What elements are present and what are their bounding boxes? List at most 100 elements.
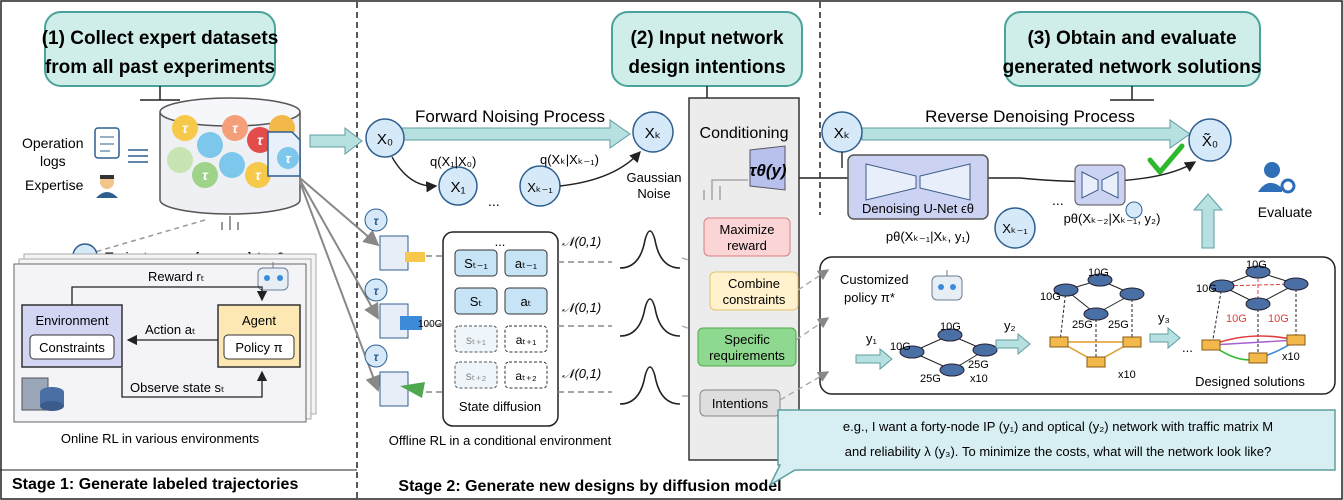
y2-arrow xyxy=(995,332,1031,356)
customized-label-line2: policy π* xyxy=(844,290,895,305)
stage2-title-line1: (2) Input network xyxy=(630,28,783,49)
svg-text:...: ... xyxy=(495,234,506,249)
example-line2: and reliability λ (y₃). To minimize the … xyxy=(845,444,1272,459)
svg-text:Xₖ₋₁: Xₖ₋₁ xyxy=(1002,221,1028,236)
reward-arrow xyxy=(71,286,268,305)
svg-text:τ: τ xyxy=(374,350,380,364)
node-x0-tilde: X̃₀ xyxy=(1188,118,1232,162)
policy-label: Policy π xyxy=(235,340,282,355)
svg-text:X₀: X₀ xyxy=(377,131,393,148)
expert-person-icon xyxy=(96,175,118,198)
conditioning-label: Conditioning xyxy=(700,125,789,142)
operation-logs-label-line1: Operation xyxy=(22,135,83,151)
y1-label: y₁ xyxy=(866,331,878,346)
state-cell: aₜ₊₂ xyxy=(515,369,537,383)
gaussian-label-line1: Gaussian xyxy=(627,170,682,185)
unet-label: Denoising U-Net ϵθ xyxy=(862,201,974,216)
offline-card-1: τ xyxy=(364,208,425,271)
environment-box: Environment Constraints xyxy=(21,304,123,368)
clipboard-icon xyxy=(94,127,120,159)
stage1-title-line1: (1) Collect expert datasets xyxy=(42,28,279,49)
bw-label: 10G xyxy=(940,321,961,333)
svg-text:τ: τ xyxy=(255,167,262,183)
condition-specific-requirements: Specific requirements xyxy=(697,327,797,367)
arrow-xk1-xk xyxy=(559,150,641,187)
stage2-title-line2: design intentions xyxy=(628,57,785,78)
small-unet-block xyxy=(1074,164,1143,219)
svg-text:Xₖ: Xₖ xyxy=(645,125,661,142)
bell-curve-icon xyxy=(619,230,681,405)
condition-maximize-reward: Maximize reward xyxy=(703,217,791,257)
forward-ellipsis: ... xyxy=(488,193,500,209)
svg-text:τ: τ xyxy=(182,120,189,136)
states-to-gaussian-links xyxy=(558,261,612,393)
state-cell: sₜ₊₂ xyxy=(466,369,487,383)
bw-label: 10G xyxy=(1088,267,1109,279)
normal-label-3: 𝒩(0,1) xyxy=(562,366,601,381)
reverse-denoising-arrow xyxy=(861,119,1191,149)
gaussian-label-line2: Noise xyxy=(637,186,670,201)
arrow-x0-x1 xyxy=(391,156,438,193)
q1-label: q(X₁|X₀) xyxy=(430,154,476,169)
database-icon: τ τ τ τ τ xyxy=(159,97,301,215)
stage2-header: (2) Input network design intentions xyxy=(611,11,803,101)
svg-text:Intentions: Intentions xyxy=(712,396,769,411)
condition-combine-constraints: Combine constraints xyxy=(709,271,799,311)
environment-label: Environment xyxy=(36,313,109,328)
card-to-states-links xyxy=(426,255,442,393)
db-output-fork xyxy=(221,216,239,230)
bw-label: 10G xyxy=(1226,313,1247,325)
y3-arrow xyxy=(1149,326,1181,350)
bw-label: 10G xyxy=(1268,313,1289,325)
state-cell: Sₜ xyxy=(470,294,483,309)
document-icon: τ xyxy=(267,131,301,177)
svg-text:requirements: requirements xyxy=(709,348,785,363)
svg-text:τ: τ xyxy=(202,167,209,183)
example-line1: e.g., I want a forty-node IP (y₁) and op… xyxy=(843,419,1273,434)
bw-label: 25G xyxy=(1072,319,1093,331)
unet-block: Denoising U-Net ϵθ xyxy=(847,154,989,220)
constraints-label: Constraints xyxy=(39,340,105,355)
bw-label: 10G xyxy=(1196,283,1217,295)
multiplier-label: x10 xyxy=(1282,351,1300,363)
observe-label: Observe state sₜ xyxy=(130,380,225,395)
state-diffusion-panel: ... Sₜ₋₁ aₜ₋₁ Sₜ aₜ sₜ₊₁ aₜ₊₁ sₜ₊₂ aₜ₊₂ … xyxy=(442,231,559,427)
evaluate-label: Evaluate xyxy=(1258,204,1313,220)
tau-theta-label: τθ(y) xyxy=(749,161,787,180)
svg-text:τ: τ xyxy=(257,132,264,148)
trajectory-dashed-link xyxy=(94,219,206,253)
svg-text:τ: τ xyxy=(232,120,239,136)
state-cell: aₜ₋₁ xyxy=(515,256,538,271)
y1-arrow xyxy=(855,347,893,371)
svg-text:τ: τ xyxy=(374,214,380,228)
multiplier-label: x10 xyxy=(1118,369,1136,381)
agent-box: Agent Policy π xyxy=(217,304,301,368)
stage3-title-line2: generated network solutions xyxy=(1003,57,1262,78)
reverse-denoising-label: Reverse Denoising Process xyxy=(925,107,1135,126)
online-rl-caption: Online RL in various environments xyxy=(61,431,260,446)
action-label: Action aₜ xyxy=(145,322,196,337)
offline-rl-caption: Offline RL in a conditional environment xyxy=(389,433,612,448)
svg-text:X̃₀: X̃₀ xyxy=(1202,133,1218,150)
user-gear-icon xyxy=(1258,162,1296,194)
solutions-up-arrow xyxy=(1192,193,1224,249)
node-xk1-reverse: Xₖ₋₁ xyxy=(994,207,1036,249)
stage1-footer: Stage 1: Generate labeled trajectories xyxy=(12,476,298,493)
multiplier-label: x10 xyxy=(970,373,988,385)
svg-text:Xₖ: Xₖ xyxy=(834,125,850,142)
normal-label-1: 𝒩(0,1) xyxy=(562,234,601,249)
network-router-icon xyxy=(1201,265,1309,364)
svg-text:τ: τ xyxy=(374,284,380,298)
svg-text:X₁: X₁ xyxy=(450,179,465,196)
bw-label: 10G xyxy=(1246,259,1267,271)
db-to-x0-arrow xyxy=(309,126,363,156)
p1-label: pθ(Xₖ₋₁|Xₖ, y₁) xyxy=(886,229,970,244)
svg-text:τ: τ xyxy=(285,151,291,166)
forward-noising-arrow xyxy=(399,119,631,149)
node-xk-reverse: Xₖ xyxy=(821,111,863,153)
incoming-lines-icon xyxy=(128,149,148,163)
stage2-footer: Stage 2: Generate new designs by diffusi… xyxy=(398,478,781,495)
normal-label-2: 𝒩(0,1) xyxy=(562,300,601,315)
stage3-header: (3) Obtain and evaluate generated networ… xyxy=(1003,11,1262,101)
